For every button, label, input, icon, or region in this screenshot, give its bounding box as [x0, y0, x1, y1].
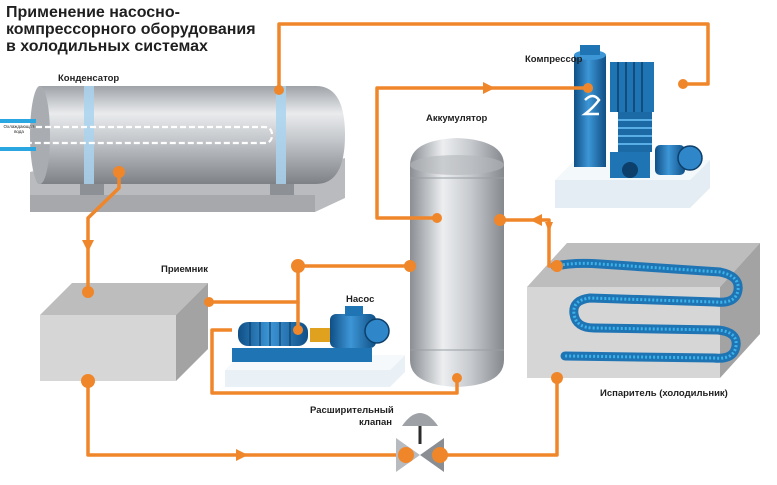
- pump: [225, 306, 405, 387]
- arrow-mark: [545, 222, 553, 232]
- condenser: [0, 86, 345, 212]
- joint: [204, 297, 214, 307]
- joint: [551, 372, 563, 384]
- joint: [551, 260, 563, 272]
- joint: [291, 259, 305, 273]
- joint: [274, 85, 284, 95]
- joint: [452, 373, 462, 383]
- expansion-valve-icon: [396, 413, 448, 472]
- compressor-label: Компрессор: [525, 54, 583, 65]
- joint: [678, 79, 688, 89]
- accumulator-label: Аккумулятор: [426, 113, 488, 124]
- joint: [404, 260, 416, 272]
- joint: [432, 213, 442, 223]
- title-line-2: компрессорного оборудования: [6, 21, 256, 38]
- arrow-mark: [236, 449, 248, 461]
- expansion-valve-label-2: клапан: [359, 417, 392, 428]
- evaporator-label: Испаритель (холодильник): [600, 388, 728, 399]
- joint: [82, 286, 94, 298]
- receiver-label: Приемник: [161, 264, 208, 275]
- cooling-water-label: Охлаждающая вода: [3, 124, 35, 134]
- evaporator: [527, 243, 760, 378]
- joint: [494, 214, 506, 226]
- joint: [113, 166, 125, 178]
- page-title: Применение насосно- компрессорного обору…: [6, 4, 306, 55]
- flow-arrows: [82, 82, 553, 461]
- condenser-label: Конденсатор: [58, 73, 120, 84]
- arrow-mark: [483, 82, 495, 94]
- compressor: [555, 45, 710, 208]
- pipe-joints: [81, 79, 688, 388]
- receiver: [40, 283, 208, 381]
- arrow-mark: [82, 240, 94, 252]
- pump-label: Насос: [346, 294, 375, 305]
- title-line-3: в холодильных системах: [6, 38, 208, 55]
- expansion-valve-label-1: Расширительный: [310, 405, 394, 416]
- refrigerant-pipes: [86, 22, 710, 457]
- accumulator: [410, 138, 504, 387]
- arrow-mark: [530, 214, 542, 226]
- title-line-1: Применение насосно-: [6, 4, 180, 21]
- joint: [293, 325, 303, 335]
- joint: [81, 374, 95, 388]
- joint: [583, 83, 593, 93]
